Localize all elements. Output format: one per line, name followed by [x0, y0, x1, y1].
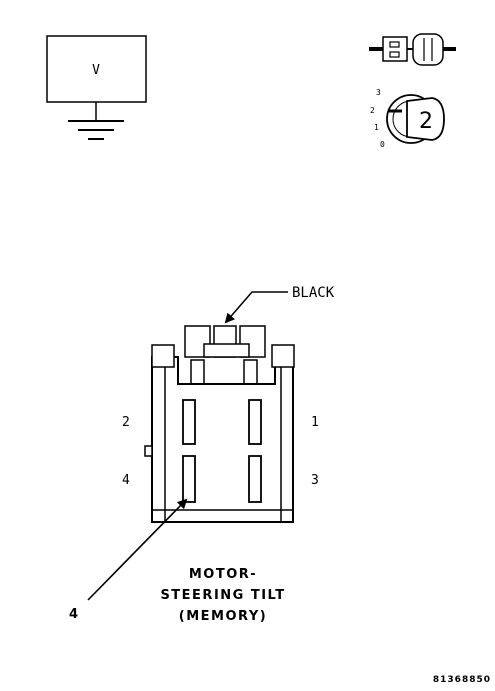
wire-color-label: BLACK	[292, 285, 335, 301]
pin-cavity-4	[182, 455, 196, 503]
ignition-position-2: 2	[370, 106, 375, 115]
pin-label-1: 1	[311, 415, 319, 430]
pin-label-3: 3	[311, 473, 319, 488]
ignition-key-icon: 3 2 1 0 2	[370, 88, 445, 149]
connector-title-line-3: (MEMORY)	[179, 609, 267, 624]
ground-icon	[68, 120, 124, 140]
connector-title-line-1: MOTOR-	[189, 567, 257, 582]
connector-face	[144, 325, 295, 523]
voltmeter-symbol: V	[46, 35, 147, 140]
key-icon	[406, 97, 445, 141]
ignition-position-1: 1	[374, 123, 379, 132]
pin-cavity-1	[248, 399, 262, 445]
figure-id: 81368850	[433, 675, 491, 685]
pin-label-2: 2	[122, 415, 130, 430]
ignition-position-3: 3	[376, 88, 381, 97]
pin-callout-arrow	[87, 498, 188, 601]
wire-color-leader	[224, 291, 288, 324]
pin-label-4: 4	[122, 473, 130, 488]
connector-disconnect-icon	[369, 33, 456, 66]
pin-cavity-2	[182, 399, 196, 445]
ignition-position-0: 0	[380, 140, 385, 149]
pin-callout-label: 4	[69, 607, 80, 622]
ignition-selected-position: 2	[419, 109, 433, 134]
connector-title-line-2: STEERING TILT	[160, 588, 285, 603]
pin-cavity-3	[248, 455, 262, 503]
voltmeter-label: V	[92, 63, 100, 78]
